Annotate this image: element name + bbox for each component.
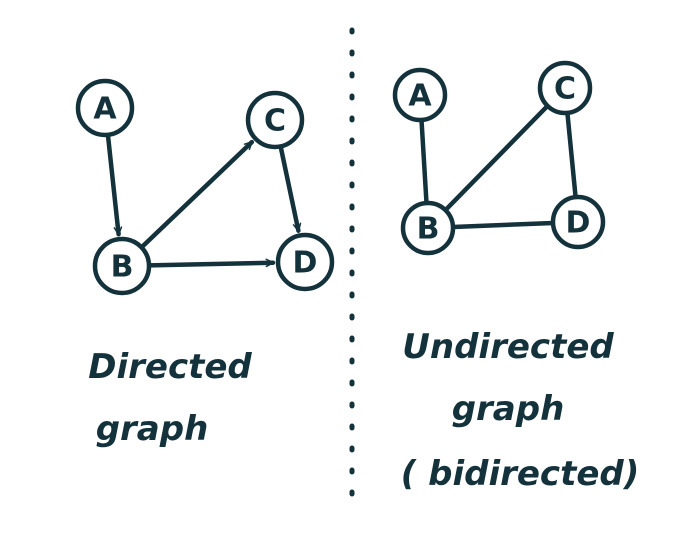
graph-node-a: A xyxy=(75,78,135,138)
graph-node-c: C xyxy=(245,90,305,150)
caption-line: Directed xyxy=(88,347,252,387)
node-circle xyxy=(400,200,456,256)
caption-line: Undirected xyxy=(402,327,614,367)
node-circle xyxy=(245,90,305,150)
directed-edge-b-c xyxy=(139,139,255,250)
undirected-graph-nodes: A B C D xyxy=(392,60,606,256)
node-label: C xyxy=(264,104,286,139)
node-label: C xyxy=(554,72,576,107)
graph-node-b: B xyxy=(92,236,152,296)
graph-node-c: C xyxy=(537,60,593,116)
node-label: B xyxy=(417,212,440,247)
directed-graph-edges xyxy=(105,132,302,268)
directed-edge-a-b xyxy=(105,132,123,237)
undirected-graph-panel: A B C D Undirected graph ( bidirected) xyxy=(392,60,640,494)
undirected-graph-edges xyxy=(419,103,578,230)
node-circle xyxy=(92,236,152,296)
graph-node-d: D xyxy=(550,194,606,250)
directed-graph-panel: A B C D Directed graph xyxy=(75,78,335,449)
graph-node-a: A xyxy=(392,67,448,123)
directed-edge-c-d xyxy=(278,144,302,233)
undirected-edge-b-d xyxy=(450,220,556,230)
caption-line: graph xyxy=(452,389,565,429)
node-circle xyxy=(275,232,335,292)
node-label: A xyxy=(408,79,432,114)
graph-node-d: D xyxy=(275,232,335,292)
node-circle xyxy=(392,67,448,123)
undirected-edge-a-b xyxy=(419,117,429,206)
undirected-graph-caption: Undirected graph ( bidirected) xyxy=(401,327,640,494)
directed-edge-b-d xyxy=(146,258,276,268)
directed-graph-nodes: A B C D xyxy=(75,78,335,296)
graph-node-b: B xyxy=(400,200,456,256)
node-label: A xyxy=(93,92,117,127)
caption-line: graph xyxy=(96,409,209,449)
node-circle xyxy=(537,60,593,116)
directed-graph-caption: Directed graph xyxy=(88,347,252,449)
node-circle xyxy=(550,194,606,250)
undirected-edge-b-c xyxy=(443,103,550,213)
node-label: D xyxy=(293,246,318,281)
undirected-edge-c-d xyxy=(565,110,578,200)
caption-line: ( bidirected) xyxy=(401,454,640,494)
node-circle xyxy=(75,78,135,138)
node-label: D xyxy=(566,206,591,241)
node-label: B xyxy=(111,250,134,285)
